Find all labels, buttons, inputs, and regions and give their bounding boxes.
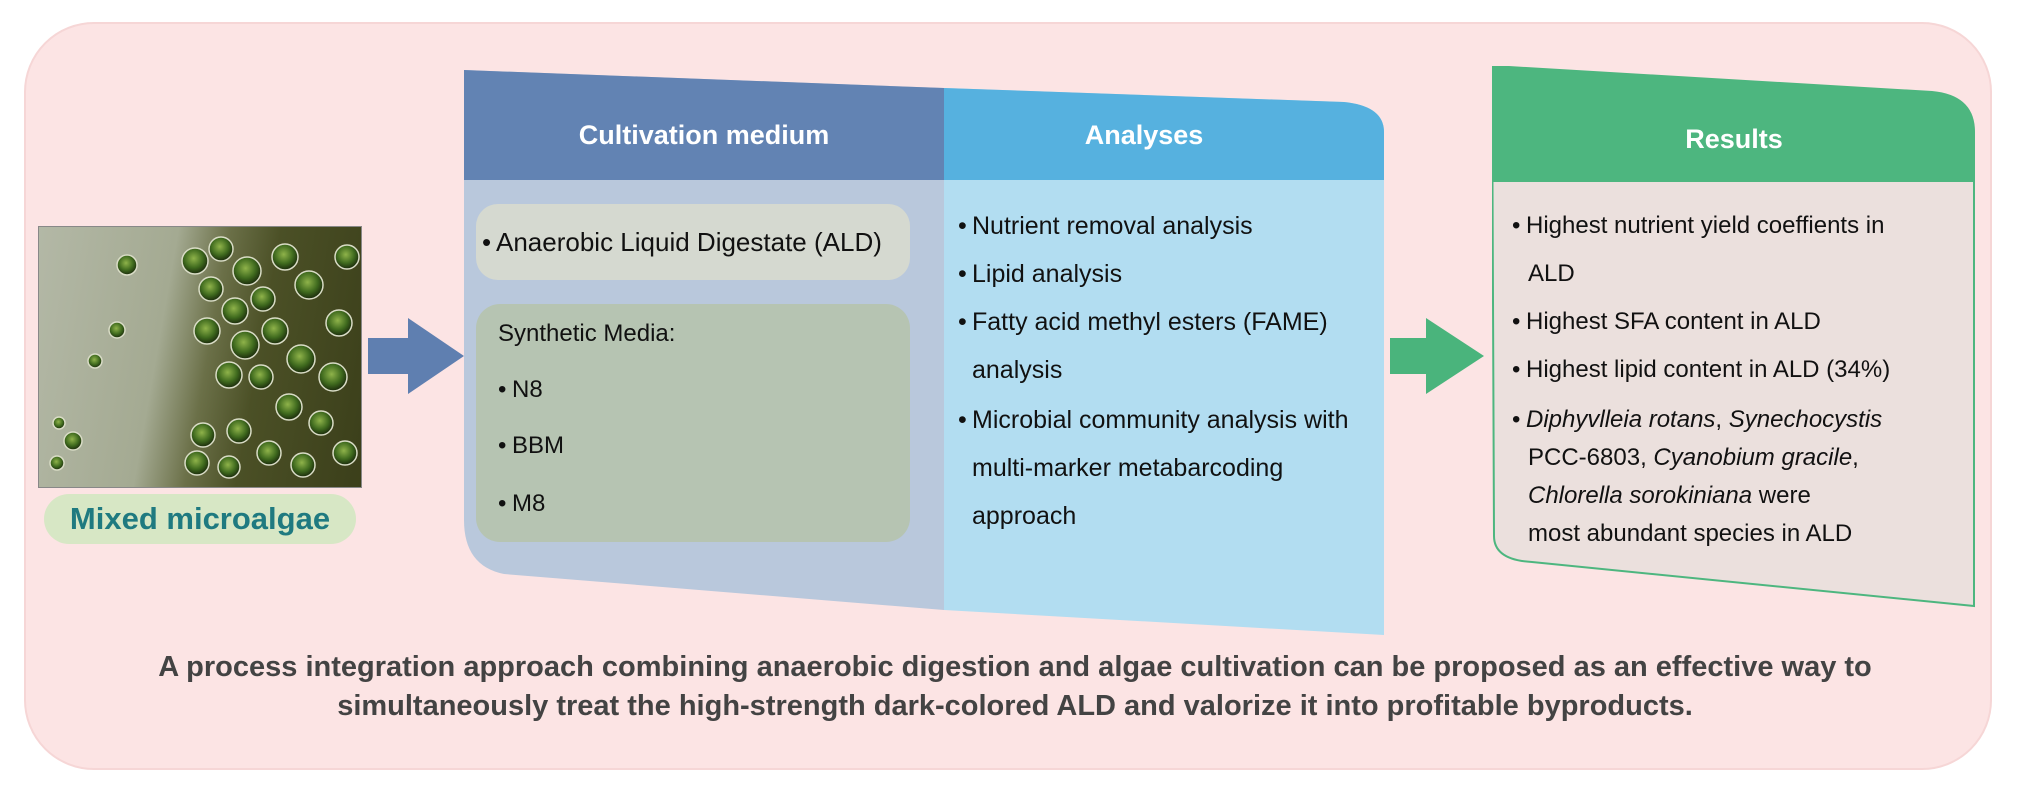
synthetic-media-box: Synthetic Media: •N8 •BBM •M8 — [476, 304, 910, 542]
results-title: Results — [1685, 124, 1783, 154]
right-arrow-icon — [1390, 318, 1484, 394]
bullet: • — [482, 226, 492, 257]
analyses-item-continued: approach — [972, 502, 1077, 530]
results-item: •Highest nutrient yield coeffients in — [1512, 212, 1885, 239]
results-item: •Highest SFA content in ALD — [1512, 308, 1821, 335]
results-species-line: •Diphyvlleia rotans, Synechocystis — [1512, 406, 1883, 433]
results-item: •Highest lipid content in ALD (34%) — [1512, 356, 1891, 383]
results-species-line: most abundant species in ALD — [1528, 520, 1853, 547]
synthetic-item: •N8 — [498, 376, 543, 403]
synthetic-media-title: Synthetic Media: — [498, 320, 676, 347]
analyses-item: •Fatty acid methyl esters (FAME) — [958, 308, 1328, 336]
analyses-item-continued: analysis — [972, 356, 1063, 384]
cultivation-title: Cultivation medium — [578, 120, 830, 150]
synthetic-item: •M8 — [498, 490, 546, 517]
analyses-title: Analyses — [1084, 120, 1204, 150]
photo-label: Mixed microalgae — [44, 494, 356, 544]
results-item-continued: ALD — [1528, 260, 1575, 287]
results-block — [1492, 66, 1975, 608]
synthetic-item: •BBM — [498, 432, 565, 459]
analyses-item-continued: multi-marker metabarcoding — [972, 454, 1284, 482]
analyses-item: •Lipid analysis — [958, 260, 1123, 288]
results-species-line: PCC-6803, Cyanobium gracile, — [1528, 444, 1859, 471]
analyses-header — [944, 88, 1384, 180]
ald-label: Anaerobic Liquid Digestate (ALD) — [496, 226, 882, 257]
results-species-line: Chlorella sorokiniana were — [1528, 482, 1811, 509]
analyses-body — [944, 88, 1384, 635]
analyses-item: •Microbial community analysis with — [958, 406, 1349, 434]
caption: A process integration approach combining… — [40, 648, 1990, 726]
right-arrow-icon — [368, 318, 464, 394]
microalgae-photo — [38, 226, 362, 488]
cultivation-header — [464, 70, 944, 180]
caption-line-1: A process integration approach combining… — [158, 651, 1872, 683]
caption-line-2: simultaneously treat the high-strength d… — [337, 690, 1693, 722]
analyses-item: •Nutrient removal analysis — [958, 212, 1253, 240]
ald-box: •Anaerobic Liquid Digestate (ALD) — [476, 204, 910, 280]
